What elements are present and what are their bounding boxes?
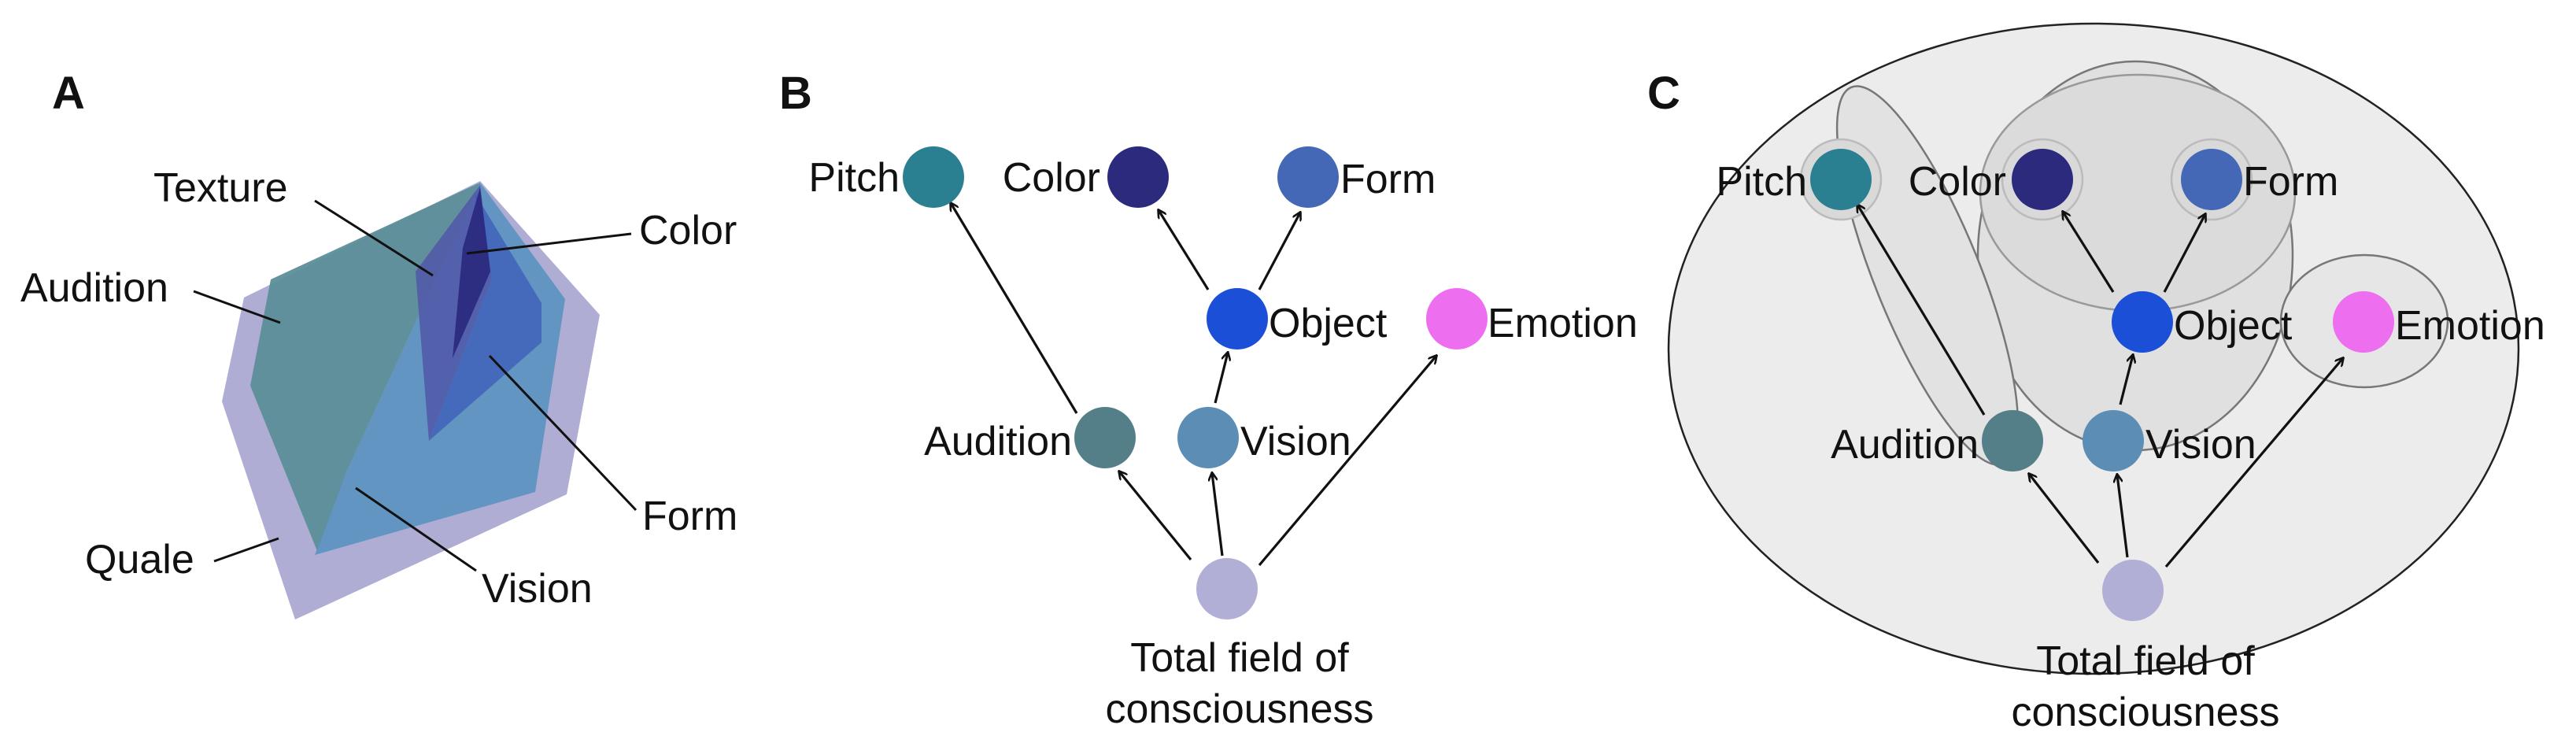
node-total (2102, 560, 2164, 621)
edge-total-emotion (1258, 356, 1436, 567)
node-object (2112, 291, 2173, 353)
color-region (453, 187, 490, 358)
edge-total-audition (2029, 474, 2100, 564)
node-vision (2083, 410, 2144, 471)
node-total (1196, 558, 1258, 619)
panel-b: B Pitch Color Form Object Emotion Auditi… (779, 68, 1638, 732)
node-audition (1074, 407, 1136, 468)
vision-pointer (355, 486, 477, 572)
label-pitch: Pitch (808, 155, 900, 201)
label-total-line2: consciousness (1105, 686, 1373, 732)
node-emotion (1426, 288, 1488, 349)
label-pitch: Pitch (1716, 159, 1807, 205)
edge-vision-object (2119, 355, 2133, 405)
label-color: Color (1909, 159, 2006, 205)
audition-label: Audition (20, 265, 168, 311)
edge-object-color (2063, 212, 2115, 293)
form-pointer (488, 354, 638, 512)
color-label: Color (639, 208, 737, 253)
label-total-line1: Total field of (1130, 635, 1349, 681)
label-vision: Vision (1240, 419, 1351, 464)
edge-vision-object (1214, 353, 1228, 404)
form-region (429, 193, 541, 441)
panel-c: C Pitch Color Form Object Emotion Aud (1647, 22, 2545, 735)
node-form (1277, 146, 1339, 208)
texture-pointer (314, 199, 434, 277)
panel-b-letter: B (779, 68, 812, 119)
quale-label: Quale (85, 537, 194, 582)
edge-total-emotion (2164, 358, 2343, 568)
node-object (1207, 288, 1268, 349)
edge-object-form (1258, 213, 1300, 290)
panel-c-letter: C (1647, 68, 1680, 119)
label-object: Object (2174, 303, 2293, 349)
label-color: Color (1003, 155, 1100, 201)
color-pointer (466, 232, 632, 255)
panel-a-letter: A (52, 68, 85, 119)
quale-pointer (213, 537, 279, 563)
label-emotion: Emotion (2395, 303, 2545, 349)
edge-total-vision (2117, 475, 2129, 558)
texture-label: Texture (153, 165, 288, 211)
node-audition (1982, 410, 2043, 471)
edge-audition-pitch (1857, 205, 1986, 416)
label-vision: Vision (2145, 422, 2256, 468)
label-object: Object (1269, 301, 1388, 346)
label-form: Form (1340, 157, 1436, 202)
edge-object-form (2163, 214, 2205, 293)
node-emotion (2333, 291, 2394, 353)
label-total-line2: consciousness (2011, 690, 2279, 735)
label-total-line1: Total field of (2036, 638, 2255, 684)
label-audition: Audition (1831, 422, 1979, 468)
panel-a: A Texture Color Audition Form Quale Visi… (20, 68, 737, 619)
node-form (2181, 149, 2242, 210)
form-label: Form (642, 494, 737, 539)
label-emotion: Emotion (1488, 301, 1638, 346)
label-form: Form (2243, 159, 2338, 205)
node-vision (1177, 407, 1239, 468)
node-pitch (1810, 149, 1872, 210)
edge-audition-pitch (951, 203, 1078, 414)
label-audition: Audition (924, 419, 1072, 464)
node-color (2012, 149, 2073, 210)
edge-total-vision (1212, 473, 1224, 557)
edge-total-audition (1119, 471, 1192, 561)
vision-label: Vision (482, 566, 593, 612)
audition-pointer (193, 290, 281, 324)
node-color (1107, 146, 1169, 208)
edge-object-color (1159, 210, 1210, 290)
node-pitch (903, 146, 964, 208)
